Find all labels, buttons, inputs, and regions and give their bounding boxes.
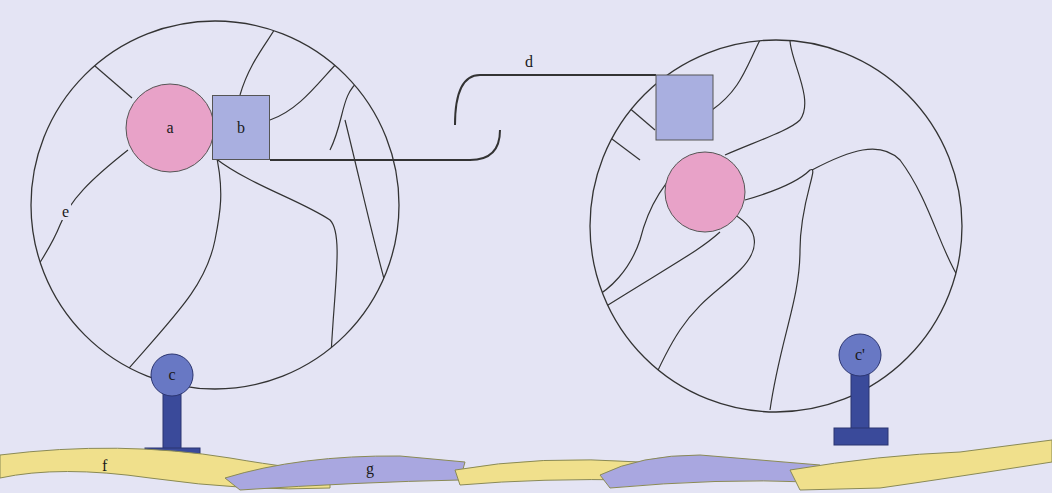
part-label: e (60, 204, 71, 220)
part-label: g (364, 461, 376, 477)
node-label: c (168, 367, 175, 383)
right-sphere (590, 40, 962, 412)
left-sphere (30, 20, 400, 390)
part-label: d (523, 54, 535, 70)
node-label: a (166, 120, 173, 136)
blue-block (656, 75, 713, 140)
part-label: f (100, 458, 109, 474)
node-label: b (237, 120, 245, 136)
connecting-fibre (270, 75, 656, 160)
stand (145, 374, 888, 465)
knob: c (150, 353, 194, 397)
pink-body (665, 152, 745, 232)
ribbon (0, 440, 1052, 490)
pink-sphere: a (125, 83, 215, 173)
knob: c' (838, 333, 882, 377)
blue-square: b (212, 95, 270, 160)
node-label: c' (855, 347, 865, 363)
